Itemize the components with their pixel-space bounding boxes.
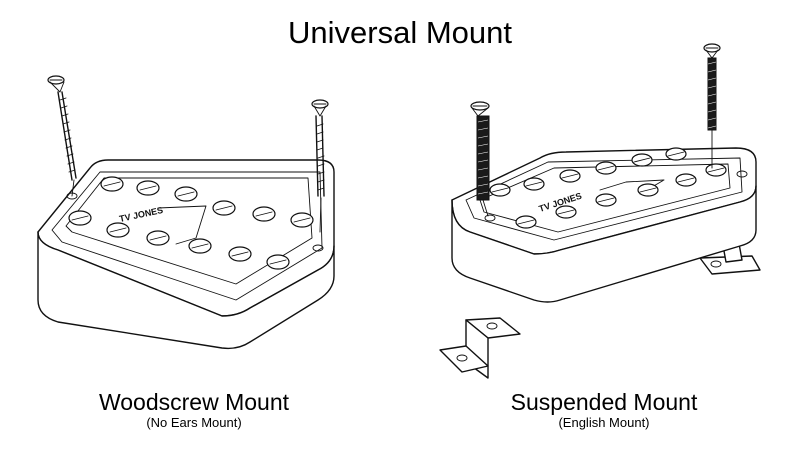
diagram-title: Universal Mount [288,15,512,50]
suspended-pole-pieces [489,147,727,229]
suspended-pickup: TV JONES [439,43,761,379]
woodscrew-pole-pieces [68,176,314,270]
woodscrew-caption: Woodscrew Mount [98,389,290,415]
suspended-screw-left [470,101,490,217]
suspended-bracket-left [439,317,521,379]
woodscrew-pickup: TV JONES [37,75,335,350]
suspended-subcaption: (English Mount) [558,415,650,430]
woodscrew-pickup-front [37,231,335,350]
suspended-hole-right [736,170,748,178]
woodscrew-left [47,75,77,197]
woodscrew-right [311,99,329,233]
woodscrew-caption-block: Woodscrew Mount (No Ears Mount) [44,389,344,430]
suspended-caption: Suspended Mount [510,389,698,415]
suspended-pickup-front [451,185,757,303]
woodscrew-hole-right [312,244,324,252]
suspended-screw-right [703,43,721,169]
suspended-hole-left [484,214,496,222]
suspended-caption-block: Suspended Mount (English Mount) [454,389,754,430]
woodscrew-subcaption: (No Ears Mount) [146,415,242,430]
